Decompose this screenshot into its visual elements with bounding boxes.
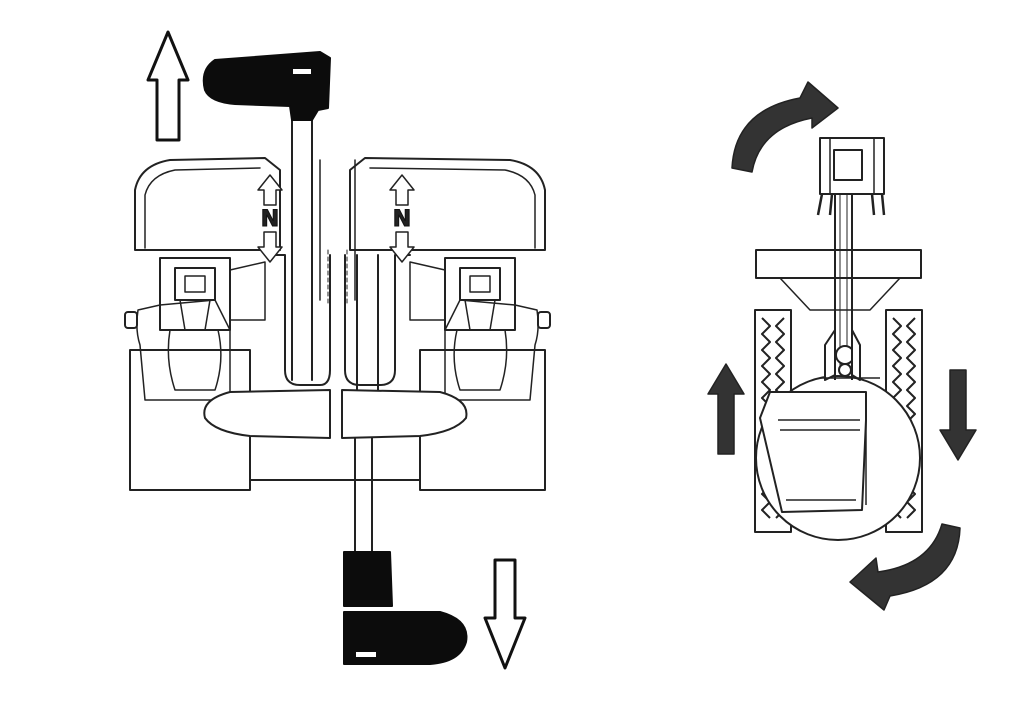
right-foot-pedal [341, 389, 468, 439]
forward-push-outline-arrow [146, 30, 190, 142]
neutral-label-left: N [261, 207, 279, 232]
swing-arrow-top [731, 81, 839, 173]
left-travel-lever-handle[interactable] [202, 51, 331, 121]
neutral-indicator-right [389, 174, 415, 263]
boom-arm [820, 180, 880, 381]
console-housing-left [134, 157, 281, 251]
swing-arrow-bottom [849, 523, 961, 611]
right-travel-lever-grip[interactable] [343, 551, 393, 607]
pivot-bracket-left [124, 257, 266, 391]
right-lever-post [344, 254, 411, 386]
bucket [816, 137, 886, 216]
operator-cab [759, 391, 867, 513]
neutral-indicator-left [257, 174, 283, 263]
travel-lever-assembly [124, 30, 551, 670]
console-base [129, 349, 251, 491]
console-housing-right [349, 157, 546, 251]
neutral-label-right: N [393, 207, 411, 232]
excavator-top-view [707, 81, 977, 611]
left-lever-post [264, 254, 331, 386]
dozer-blade [755, 249, 922, 279]
backward-pull-outline-arrow [483, 558, 527, 670]
left-track-forward-arrow [707, 363, 745, 455]
left-foot-pedal [203, 389, 331, 439]
right-travel-lever-handle[interactable] [343, 611, 468, 665]
right-track-reverse-arrow [939, 369, 977, 461]
pivot-bracket-right [409, 257, 551, 391]
